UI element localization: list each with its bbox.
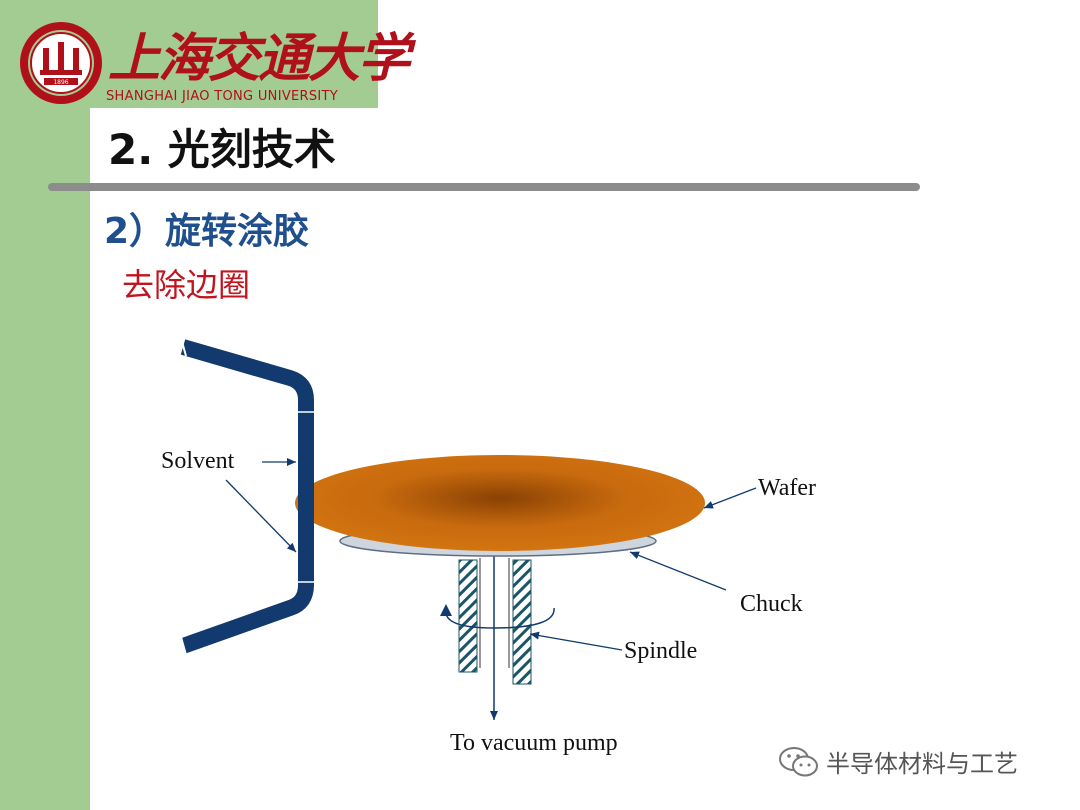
watermark: 半导体材料与工艺 <box>778 744 1018 779</box>
university-seal-logo: 1896 <box>20 22 102 104</box>
title-divider <box>48 183 920 191</box>
spindle-left <box>458 559 478 673</box>
spindle-right <box>512 559 532 685</box>
label-vacuum: To vacuum pump <box>450 730 618 756</box>
slide-subsubtitle: 去除边圈 <box>122 266 251 304</box>
spindle-leader <box>529 631 623 651</box>
pipe-break-top <box>180 337 187 357</box>
label-solvent: Solvent <box>161 448 235 474</box>
wafer-shape <box>295 455 705 551</box>
rotation-arrow-head <box>440 604 452 616</box>
logo-year: 1896 <box>53 79 68 86</box>
solvent-pipe <box>180 339 314 654</box>
watermark-text: 半导体材料与工艺 <box>826 750 1018 778</box>
left-sidebar-band <box>0 0 90 810</box>
chuck-leader <box>629 551 727 591</box>
solvent-leader-2 <box>225 479 297 553</box>
label-wafer: Wafer <box>758 475 816 501</box>
university-name-cn: 上海交通大学 <box>108 28 410 89</box>
wechat-icon <box>779 746 818 776</box>
university-name-en: SHANGHAI JIAO TONG UNIVERSITY <box>106 89 339 104</box>
label-spindle: Spindle <box>624 638 697 664</box>
slide-subtitle: 2）旋转涂胶 <box>104 211 310 252</box>
wafer-leader <box>703 487 757 509</box>
solvent-nozzle-tip <box>298 475 314 525</box>
label-chuck: Chuck <box>740 591 803 617</box>
pipe-break-bottom <box>180 636 187 656</box>
slide-title: 2. 光刻技术 <box>108 125 336 174</box>
